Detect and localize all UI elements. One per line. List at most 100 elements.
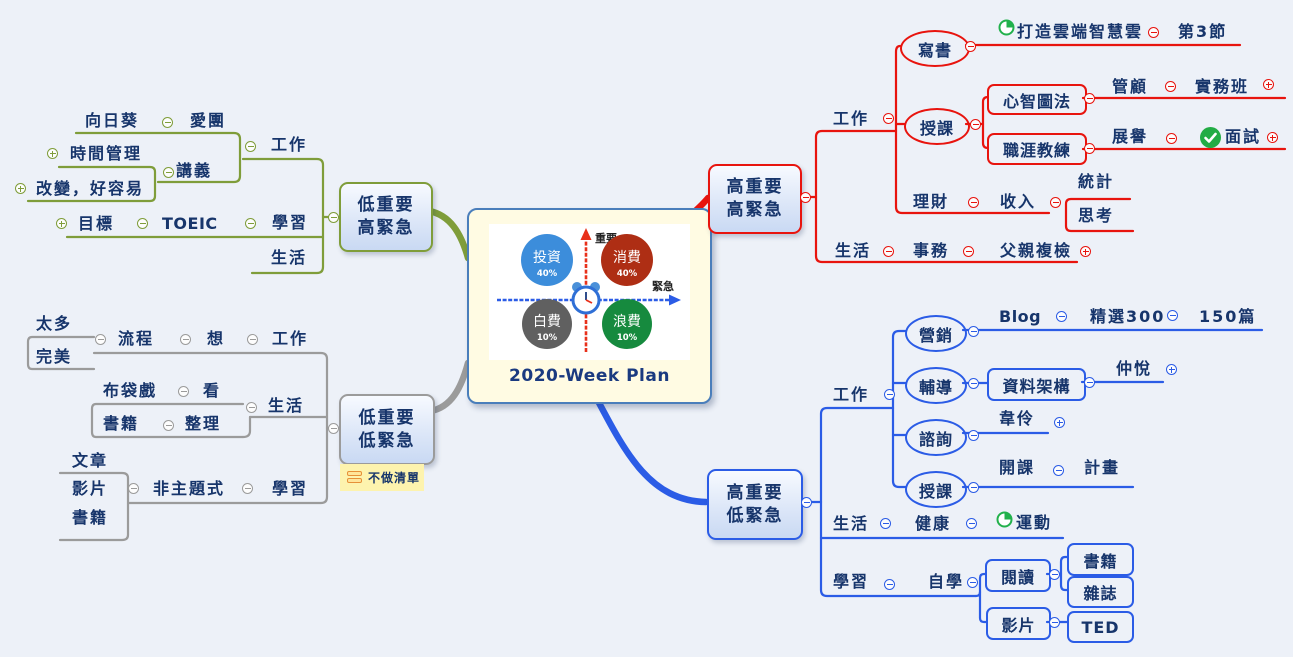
topic-q1-write-book[interactable]: 寫書 [900, 30, 970, 67]
collapse-toggle[interactable] [968, 430, 979, 441]
collapse-toggle[interactable] [163, 420, 174, 431]
topic-q3-sunflower[interactable]: 向日葵 [85, 111, 140, 130]
topic-q4-organize[interactable]: 整理 [185, 414, 222, 433]
collapse-toggle[interactable] [880, 518, 891, 529]
topic-q1-mindmap-method[interactable]: 心智圖法 [987, 84, 1087, 115]
collapse-toggle[interactable] [965, 41, 976, 52]
collapse-toggle[interactable] [967, 577, 978, 588]
topic-q2-consulting[interactable]: 諮詢 [905, 419, 967, 456]
collapse-toggle[interactable] [247, 334, 258, 345]
node-q2-root[interactable]: 高重要 低緊急 [707, 469, 803, 540]
collapse-toggle[interactable] [328, 423, 339, 434]
collapse-toggle[interactable] [884, 579, 895, 590]
collapse-toggle[interactable] [1050, 197, 1061, 208]
topic-q2-life[interactable]: 生活 [833, 514, 870, 533]
collapse-toggle[interactable] [246, 402, 257, 413]
topic-q3-change-easy[interactable]: 改變，好容易 [36, 179, 145, 198]
topic-q2-featured300[interactable]: 精選300 [1090, 307, 1166, 326]
topic-q1-income[interactable]: 收入 [1000, 192, 1037, 211]
collapse-toggle[interactable] [1165, 81, 1176, 92]
collapse-toggle[interactable] [801, 497, 812, 508]
node-q4-root[interactable]: 低重要 低緊急 [339, 394, 435, 465]
collapse-toggle[interactable] [1056, 311, 1067, 322]
topic-q1-think[interactable]: 思考 [1078, 206, 1115, 225]
topic-q1-stats[interactable]: 統計 [1078, 172, 1115, 191]
collapse-toggle[interactable] [163, 167, 174, 178]
node-q3-root[interactable]: 低重要 高緊急 [339, 182, 433, 252]
topic-q2-blog[interactable]: Blog [999, 307, 1042, 326]
collapse-toggle[interactable] [1049, 617, 1060, 628]
topic-q4-process[interactable]: 流程 [118, 329, 155, 348]
collapse-toggle[interactable] [963, 246, 974, 257]
expand-toggle[interactable] [1166, 364, 1177, 375]
topic-q2-work[interactable]: 工作 [833, 385, 870, 404]
topic-q1-teach[interactable]: 授課 [904, 108, 970, 145]
collapse-toggle[interactable] [178, 386, 189, 397]
topic-q1-cloud-book[interactable]: 打造雲端智慧雲 [1017, 22, 1144, 41]
collapse-toggle[interactable] [1053, 465, 1064, 476]
topic-q2-magazines[interactable]: 雜誌 [1067, 576, 1134, 608]
topic-q1-work[interactable]: 工作 [833, 109, 870, 128]
collapse-toggle[interactable] [1084, 377, 1095, 388]
topic-q3-work[interactable]: 工作 [271, 135, 308, 154]
topic-q3-time-mgmt[interactable]: 時間管理 [70, 144, 143, 163]
topic-q1-career-coach[interactable]: 職涯教練 [987, 133, 1087, 165]
topic-q4-books2[interactable]: 書籍 [72, 508, 109, 527]
topic-q1-consult-firm[interactable]: 管顧 [1112, 77, 1149, 96]
central-title[interactable]: 2020-Week Plan [509, 366, 670, 386]
collapse-toggle[interactable] [1167, 310, 1178, 321]
topic-q2-study[interactable]: 學習 [833, 572, 870, 591]
topic-q2-exercise[interactable]: 運動 [1016, 513, 1053, 532]
collapse-toggle[interactable] [1148, 27, 1159, 38]
collapse-toggle[interactable] [242, 483, 253, 494]
topic-q3-aituan[interactable]: 愛團 [190, 111, 227, 130]
topic-q1-father-checkup[interactable]: 父親複檢 [1000, 241, 1073, 260]
topic-q2-health[interactable]: 健康 [915, 514, 952, 533]
topic-q3-goal[interactable]: 目標 [78, 214, 115, 233]
expand-toggle[interactable] [15, 183, 26, 194]
topic-q4-non-thematic[interactable]: 非主題式 [153, 479, 226, 498]
expand-toggle[interactable] [1080, 246, 1091, 257]
topic-q4-puppet-show[interactable]: 布袋戲 [103, 381, 158, 400]
collapse-toggle[interactable] [968, 378, 979, 389]
topic-q1-affairs[interactable]: 事務 [913, 241, 950, 260]
topic-q3-toeic[interactable]: TOEIC [162, 214, 218, 233]
collapse-toggle[interactable] [1166, 133, 1177, 144]
topic-q4-study[interactable]: 學習 [272, 479, 309, 498]
expand-toggle[interactable] [56, 218, 67, 229]
topic-q4-work[interactable]: 工作 [272, 329, 309, 348]
collapse-toggle[interactable] [883, 113, 894, 124]
collapse-toggle[interactable] [328, 212, 339, 223]
central-topic[interactable]: 重要 緊急 投資 40% 消費 40% 白費 10% 浪費 10% [467, 208, 712, 404]
collapse-toggle[interactable] [968, 482, 979, 493]
collapse-toggle[interactable] [884, 389, 895, 400]
topic-q4-life[interactable]: 生活 [268, 396, 305, 415]
collapse-toggle[interactable] [1084, 143, 1095, 154]
collapse-toggle[interactable] [968, 197, 979, 208]
topic-q4-perfect[interactable]: 完美 [36, 347, 73, 366]
topic-q2-tutoring[interactable]: 輔導 [905, 367, 967, 404]
topic-q2-ted[interactable]: TED [1067, 611, 1134, 643]
topic-q2-zhongyue[interactable]: 仲悅 [1116, 359, 1153, 378]
expand-toggle[interactable] [1267, 132, 1278, 143]
collapse-toggle[interactable] [968, 326, 979, 337]
topic-q2-videos[interactable]: 影片 [986, 607, 1051, 640]
topic-q2-weiling[interactable]: 韋伶 [999, 409, 1036, 428]
topic-q4-too-many[interactable]: 太多 [36, 314, 73, 333]
topic-q4-think[interactable]: 想 [207, 329, 226, 348]
topic-q4-books[interactable]: 書籍 [103, 414, 140, 433]
collapse-toggle[interactable] [137, 218, 148, 229]
topic-q2-plan[interactable]: 計畫 [1084, 458, 1121, 477]
topic-q2-posts150[interactable]: 150篇 [1199, 307, 1257, 326]
topic-q3-life[interactable]: 生活 [271, 248, 308, 267]
topic-q4-articles[interactable]: 文章 [72, 451, 109, 470]
collapse-toggle[interactable] [128, 483, 139, 494]
node-q1-root[interactable]: 高重要 高緊急 [708, 164, 802, 234]
expand-toggle[interactable] [47, 148, 58, 159]
collapse-toggle[interactable] [966, 518, 977, 529]
expand-toggle[interactable] [1263, 79, 1274, 90]
topic-q2-data-structure[interactable]: 資料架構 [987, 368, 1086, 401]
topic-q1-life[interactable]: 生活 [835, 241, 872, 260]
topic-q2-books[interactable]: 書籍 [1067, 543, 1134, 576]
topic-q1-session3[interactable]: 第3節 [1178, 22, 1228, 41]
